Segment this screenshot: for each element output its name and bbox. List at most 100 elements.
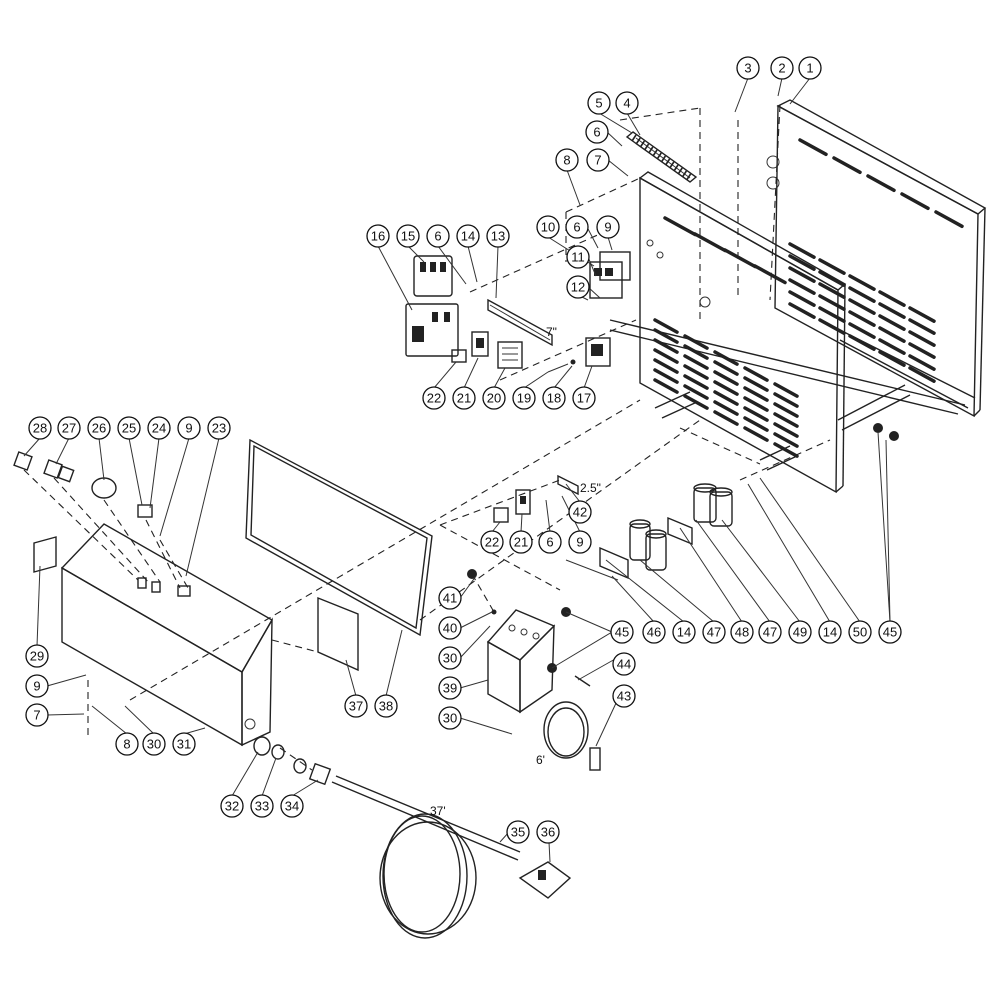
callout-circle xyxy=(566,245,590,269)
vent-slot xyxy=(683,374,709,390)
leader-line xyxy=(459,717,513,735)
vent-slot xyxy=(713,410,739,426)
callout-circle xyxy=(482,386,506,410)
callout-8: 8 xyxy=(115,732,139,756)
callout-5: 5 xyxy=(587,91,611,115)
callout-circle xyxy=(586,148,610,172)
leader-line xyxy=(587,256,597,277)
vent-slot xyxy=(848,286,876,303)
callout-6: 6 xyxy=(426,224,450,248)
callout-number: 20 xyxy=(487,391,501,406)
vent-slot xyxy=(818,258,846,275)
vent-slot xyxy=(878,350,906,367)
vent-slot xyxy=(683,334,709,350)
vent-slot xyxy=(878,290,906,307)
callout-number: 36 xyxy=(541,825,555,840)
callout-circle xyxy=(538,530,562,554)
callout-number: 46 xyxy=(647,625,661,640)
callout-circle xyxy=(509,530,533,554)
callout-6: 6 xyxy=(538,530,562,554)
callout-24: 24 xyxy=(147,416,171,440)
callout-circle xyxy=(565,215,589,239)
leader-line xyxy=(695,519,771,623)
callout-circle xyxy=(788,620,812,644)
terminal-tooth xyxy=(685,173,692,181)
vent-slot xyxy=(848,334,876,351)
callout-number: 18 xyxy=(547,391,561,406)
contactors xyxy=(405,255,459,357)
callout-circle xyxy=(506,820,530,844)
callout-circle xyxy=(172,732,196,756)
leader-line xyxy=(55,437,70,465)
callout-circle xyxy=(57,416,81,440)
callout-number: 17 xyxy=(577,391,591,406)
callout-12: 12 xyxy=(566,275,590,299)
callout-number: 6 xyxy=(546,535,553,550)
callout-number: 22 xyxy=(485,535,499,550)
callout-number: 14 xyxy=(461,229,475,244)
vent-slot xyxy=(878,314,906,331)
callout-21: 21 xyxy=(452,386,476,410)
callout-50: 50 xyxy=(848,620,872,644)
callout-number: 2 xyxy=(778,61,785,76)
callout-circle xyxy=(220,794,244,818)
leader-line xyxy=(159,437,190,537)
callout-9: 9 xyxy=(568,530,592,554)
vent-slot xyxy=(788,302,816,319)
callout-14: 14 xyxy=(456,224,480,248)
callout-circle xyxy=(736,56,760,80)
vent-slot xyxy=(934,210,964,229)
callout-number: 26 xyxy=(92,421,106,436)
callout-30: 30 xyxy=(142,732,166,756)
callout-1: 1 xyxy=(798,56,822,80)
callout-number: 9 xyxy=(185,421,192,436)
terminal-strip xyxy=(625,131,698,183)
leader-line xyxy=(639,559,715,623)
terminal-tooth xyxy=(656,152,662,160)
leader-line xyxy=(679,527,743,623)
callout-circle xyxy=(585,120,609,144)
vent-slot xyxy=(773,422,799,438)
callout-number: 25 xyxy=(122,421,136,436)
leader-line xyxy=(459,575,477,599)
callout-28: 28 xyxy=(28,416,52,440)
leader-line xyxy=(565,483,581,503)
vent-slot xyxy=(848,322,876,339)
callout-circle xyxy=(344,694,368,718)
leader-line xyxy=(777,77,783,97)
callout-circle xyxy=(25,703,49,727)
callout-4: 4 xyxy=(615,91,639,115)
leader-line xyxy=(124,705,155,735)
terminal-tooth xyxy=(643,143,650,151)
callout-49: 49 xyxy=(788,620,812,644)
callout-number: 48 xyxy=(735,625,749,640)
vent-slot xyxy=(743,376,769,392)
vent-slot xyxy=(653,368,679,384)
enclosure-box xyxy=(60,523,273,747)
callout-number: 30 xyxy=(443,711,457,726)
leader-line xyxy=(433,361,457,389)
leader-line xyxy=(607,159,629,177)
small-parts-lower: 2.5" xyxy=(493,474,601,523)
callout-circle xyxy=(536,215,560,239)
leader-line xyxy=(606,131,623,147)
callout-circle xyxy=(438,586,462,610)
callout-number: 40 xyxy=(443,621,457,636)
din-rail: 7" xyxy=(487,298,557,347)
callout-circle xyxy=(117,416,141,440)
callout-number: 1 xyxy=(806,61,813,76)
callout-number: 12 xyxy=(571,280,585,295)
callout-circle xyxy=(610,620,634,644)
callout-number: 44 xyxy=(617,657,631,672)
vent-slot xyxy=(866,174,896,193)
cord-grip-parts xyxy=(253,736,332,786)
callout-33: 33 xyxy=(250,794,274,818)
callout-circle xyxy=(615,91,639,115)
vent-slot xyxy=(788,290,816,307)
callout-circle xyxy=(456,224,480,248)
vent-slot xyxy=(773,402,799,418)
callout-number: 30 xyxy=(443,651,457,666)
assembly-lines xyxy=(87,104,831,771)
callout-circle xyxy=(25,674,49,698)
